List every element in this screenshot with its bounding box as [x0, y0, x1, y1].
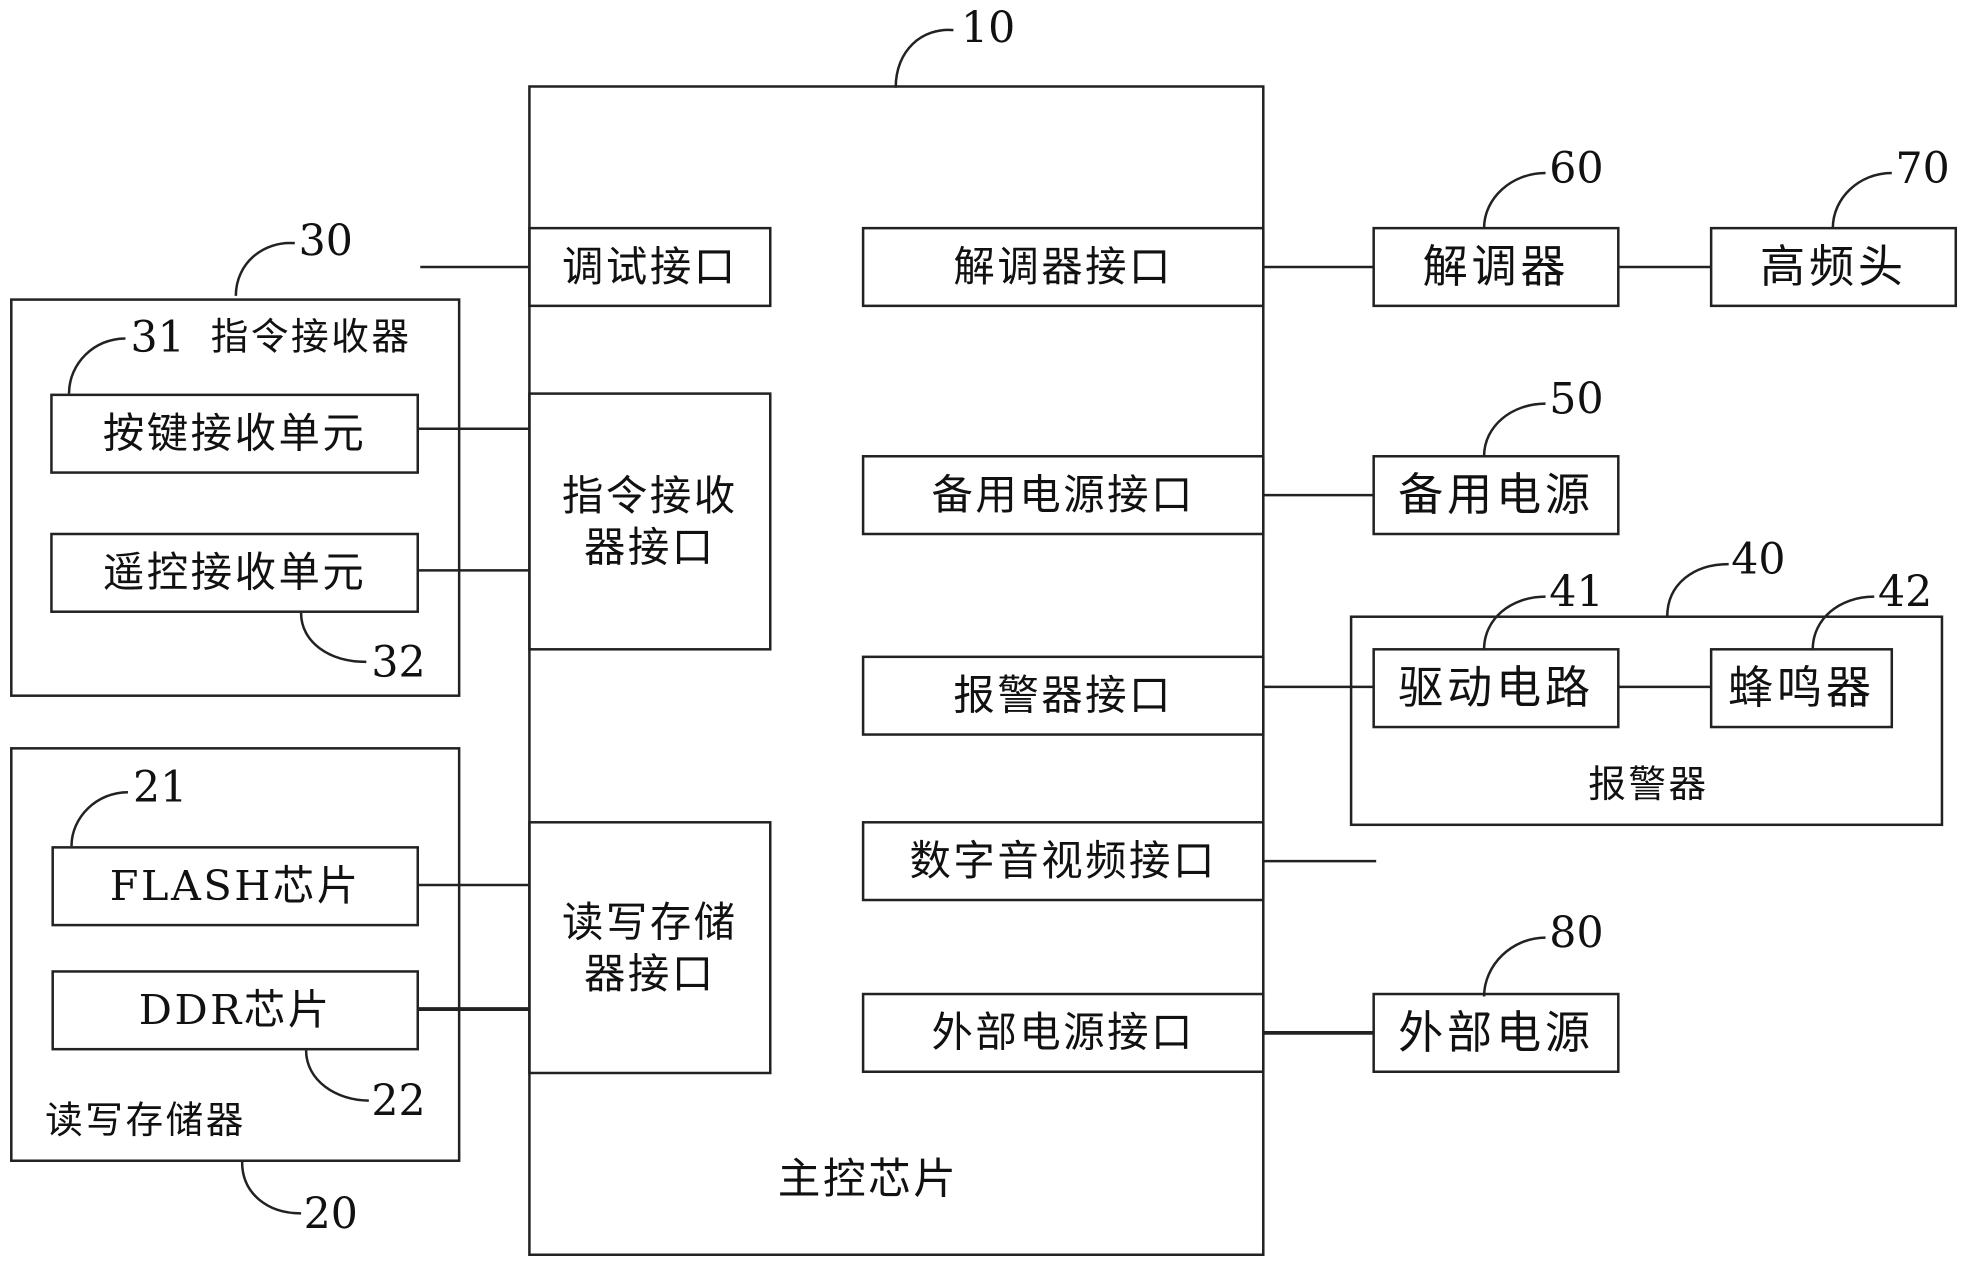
key-unit-block: [50, 393, 420, 474]
cmd-receiver-block: [10, 298, 461, 697]
digital-av-interface-label: 数字音视频接口: [909, 836, 1217, 886]
buzzer-label: 蜂鸣器: [1728, 662, 1875, 714]
drive-circuit-ref: 41: [1549, 567, 1604, 618]
drive-circuit-label: 驱动电路: [1398, 662, 1594, 714]
leader-31: [67, 337, 126, 394]
cmd-receiver-ref: 31: [130, 313, 185, 364]
key-unit-label: 按键接收单元: [102, 409, 367, 458]
demodulator-interface-label: 解调器接口: [953, 242, 1173, 292]
remote-unit-label: 遥控接收单元: [102, 548, 367, 598]
leader-40: [1665, 562, 1729, 617]
rw-memory-label: 读写存储器: [45, 1099, 246, 1144]
backup-power-interface-label: 备用电源接口: [931, 470, 1195, 520]
flash-chip-ref: 21: [132, 763, 188, 814]
ddr-chip-block: [51, 970, 420, 1051]
debug-interface-label: 调试接口: [562, 242, 738, 292]
leader-20: [240, 1161, 302, 1215]
external-power-ref: 80: [1549, 908, 1604, 959]
leader-32: [299, 612, 367, 664]
leader-42: [1811, 595, 1875, 650]
rw-memory-interface-block: [528, 821, 772, 1075]
demodulator-block: [1372, 226, 1620, 308]
leader-21: [70, 790, 128, 847]
leader-41: [1482, 595, 1546, 650]
leader-80: [1482, 936, 1546, 997]
demodulator-label: 解调器: [1422, 241, 1570, 293]
external-power-label: 外部电源: [1398, 1007, 1594, 1059]
cmd-receiver-interface-label: 指令接收 器接口: [528, 392, 771, 650]
remote-unit-block: [50, 532, 420, 613]
main-chip-label: 主控芯片: [777, 1154, 959, 1205]
ddr-chip-ref: 22: [371, 1076, 426, 1127]
tuner-block: [1709, 226, 1958, 308]
cmd-receiver-interface-line2: 器接口: [583, 522, 716, 572]
tuner-label: 高频头: [1760, 241, 1907, 293]
debug-interface-ref: 30: [298, 216, 353, 267]
alarm-block: [1349, 615, 1944, 827]
alarm-interface-label: 报警器接口: [953, 671, 1173, 720]
backup-power-block: [1372, 455, 1620, 536]
rw-memory-interface-line1: 读写存储: [562, 897, 738, 947]
leader-30: [234, 241, 295, 296]
alarm-label: 报警器: [1588, 763, 1709, 808]
rw-memory-block: [10, 747, 461, 1162]
main-chip-ref: 10: [960, 3, 1016, 54]
rw-memory-interface-label: 读写存储 器接口: [528, 821, 771, 1074]
demodulator-ref: 60: [1549, 144, 1604, 195]
demodulator-interface-block: [861, 226, 1265, 308]
backup-power-interface-block: [861, 455, 1265, 536]
flash-chip-label: FLASH芯片: [109, 861, 361, 911]
buzzer-ref: 42: [1877, 567, 1933, 618]
buzzer-block: [1709, 648, 1894, 729]
leader-50: [1482, 402, 1546, 457]
digital-av-interface-block: [861, 821, 1265, 902]
alarm-interface-block: [861, 655, 1265, 736]
drive-circuit-block: [1372, 648, 1620, 729]
cmd-receiver-label: 指令接收器: [210, 315, 412, 360]
rw-memory-ref: 20: [303, 1189, 358, 1240]
alarm-ref: 40: [1731, 535, 1786, 586]
leader-22: [304, 1050, 369, 1102]
debug-interface-block: [528, 226, 772, 308]
cmd-receiver-interface-block: [528, 392, 772, 651]
cmd-receiver-interface-line1: 指令接收: [562, 471, 738, 520]
external-power-interface-label: 外部电源接口: [931, 1008, 1195, 1058]
rw-memory-interface-line2: 器接口: [583, 948, 716, 998]
external-power-interface-block: [861, 992, 1265, 1073]
leader-10: [894, 28, 954, 88]
flash-chip-block: [51, 846, 420, 927]
remote-unit-ref: 32: [371, 638, 426, 689]
backup-power-ref: 50: [1549, 374, 1604, 425]
ddr-chip-label: DDR芯片: [138, 985, 332, 1035]
tuner-ref: 70: [1895, 144, 1950, 195]
backup-power-label: 备用电源: [1398, 469, 1594, 521]
leader-60: [1482, 171, 1546, 229]
leader-70: [1831, 171, 1892, 229]
external-power-block: [1372, 992, 1620, 1073]
